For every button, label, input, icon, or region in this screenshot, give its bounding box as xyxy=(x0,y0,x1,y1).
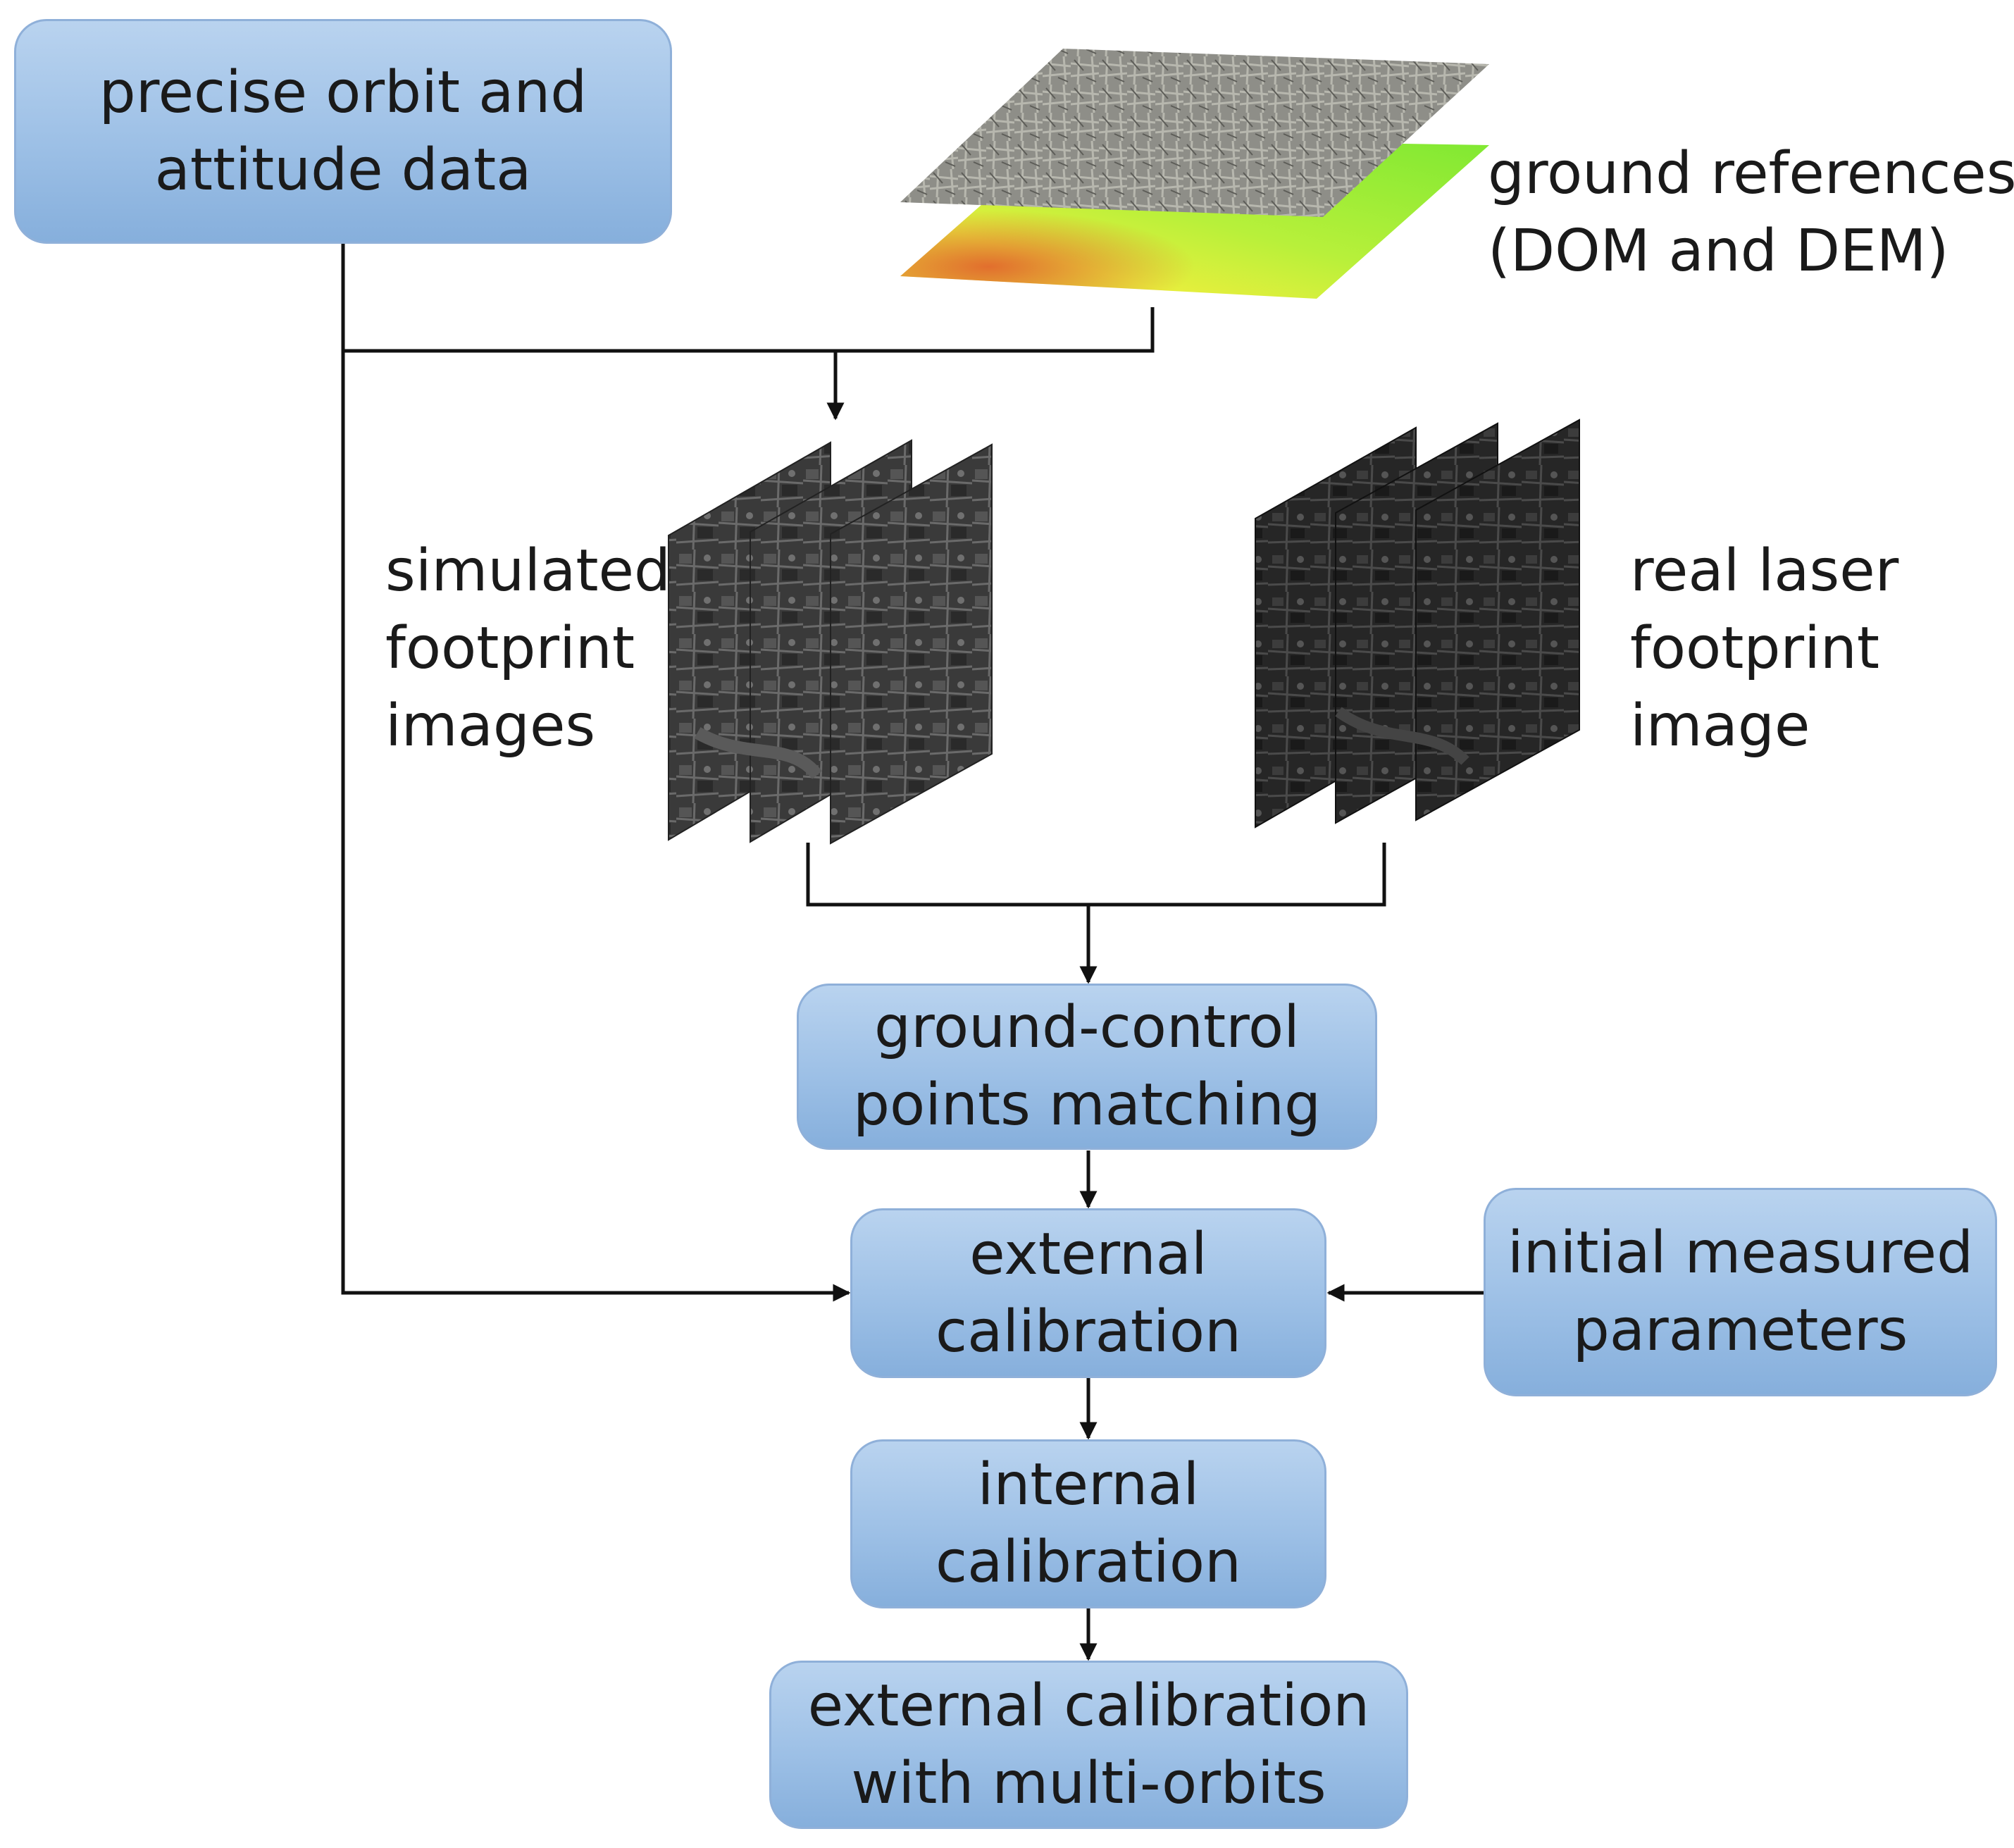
ground-references-label: ground references (DOM and DEM) xyxy=(1488,135,2014,290)
internal-calibration-line-1: internal xyxy=(977,1451,1200,1518)
simulated-line-2: footprint xyxy=(385,615,635,682)
gcp-matching-box: ground-control points matching xyxy=(797,984,1377,1150)
multi-orbit-calibration-box: external calibration with multi-orbits xyxy=(769,1661,1408,1829)
real-line-1: real laser xyxy=(1630,538,1899,604)
orbit-attitude-line-1: precise orbit and xyxy=(99,58,588,126)
internal-calibration-line-2: calibration xyxy=(935,1529,1241,1596)
dom-layer xyxy=(900,49,1489,217)
multi-orbit-line-1: external calibration xyxy=(807,1672,1370,1740)
merge-line-top xyxy=(343,307,1155,353)
initial-parameters-box: initial measured parameters xyxy=(1484,1188,1997,1396)
gcp-matching-line-2: points matching xyxy=(852,1072,1322,1139)
orbit-attitude-box: precise orbit and attitude data xyxy=(14,19,672,244)
connectors xyxy=(341,244,1484,1661)
real-footprint-stack xyxy=(1255,418,1580,829)
initial-parameters-line-1: initial measured xyxy=(1507,1220,1974,1286)
ground-references-line-2: (DOM and DEM) xyxy=(1488,218,1949,285)
orbit-attitude-line-2: attitude data xyxy=(154,136,532,204)
internal-calibration-box: internal calibration xyxy=(850,1439,1326,1608)
external-calibration-line-1: external xyxy=(969,1220,1207,1288)
multi-orbit-line-2: with multi-orbits xyxy=(851,1749,1326,1817)
real-footprint-label: real laser footprint image xyxy=(1630,533,1898,765)
simulated-footprint-stack xyxy=(668,439,993,845)
simulated-line-3: images xyxy=(385,693,596,759)
orbit-to-external-arrow xyxy=(341,244,851,1302)
simulated-line-1: simulated xyxy=(385,538,671,604)
external-calibration-box: external calibration xyxy=(850,1208,1326,1378)
external-calibration-line-2: calibration xyxy=(935,1298,1241,1365)
initial-parameters-line-2: parameters xyxy=(1572,1297,1908,1364)
simulated-footprint-label: simulated footprint images xyxy=(385,533,671,765)
real-line-3: image xyxy=(1630,693,1810,759)
gcp-matching-line-1: ground-control xyxy=(874,994,1300,1061)
images-bracket xyxy=(806,843,1386,907)
ground-references-line-1: ground references xyxy=(1488,140,2014,207)
real-line-2: footprint xyxy=(1630,615,1880,682)
